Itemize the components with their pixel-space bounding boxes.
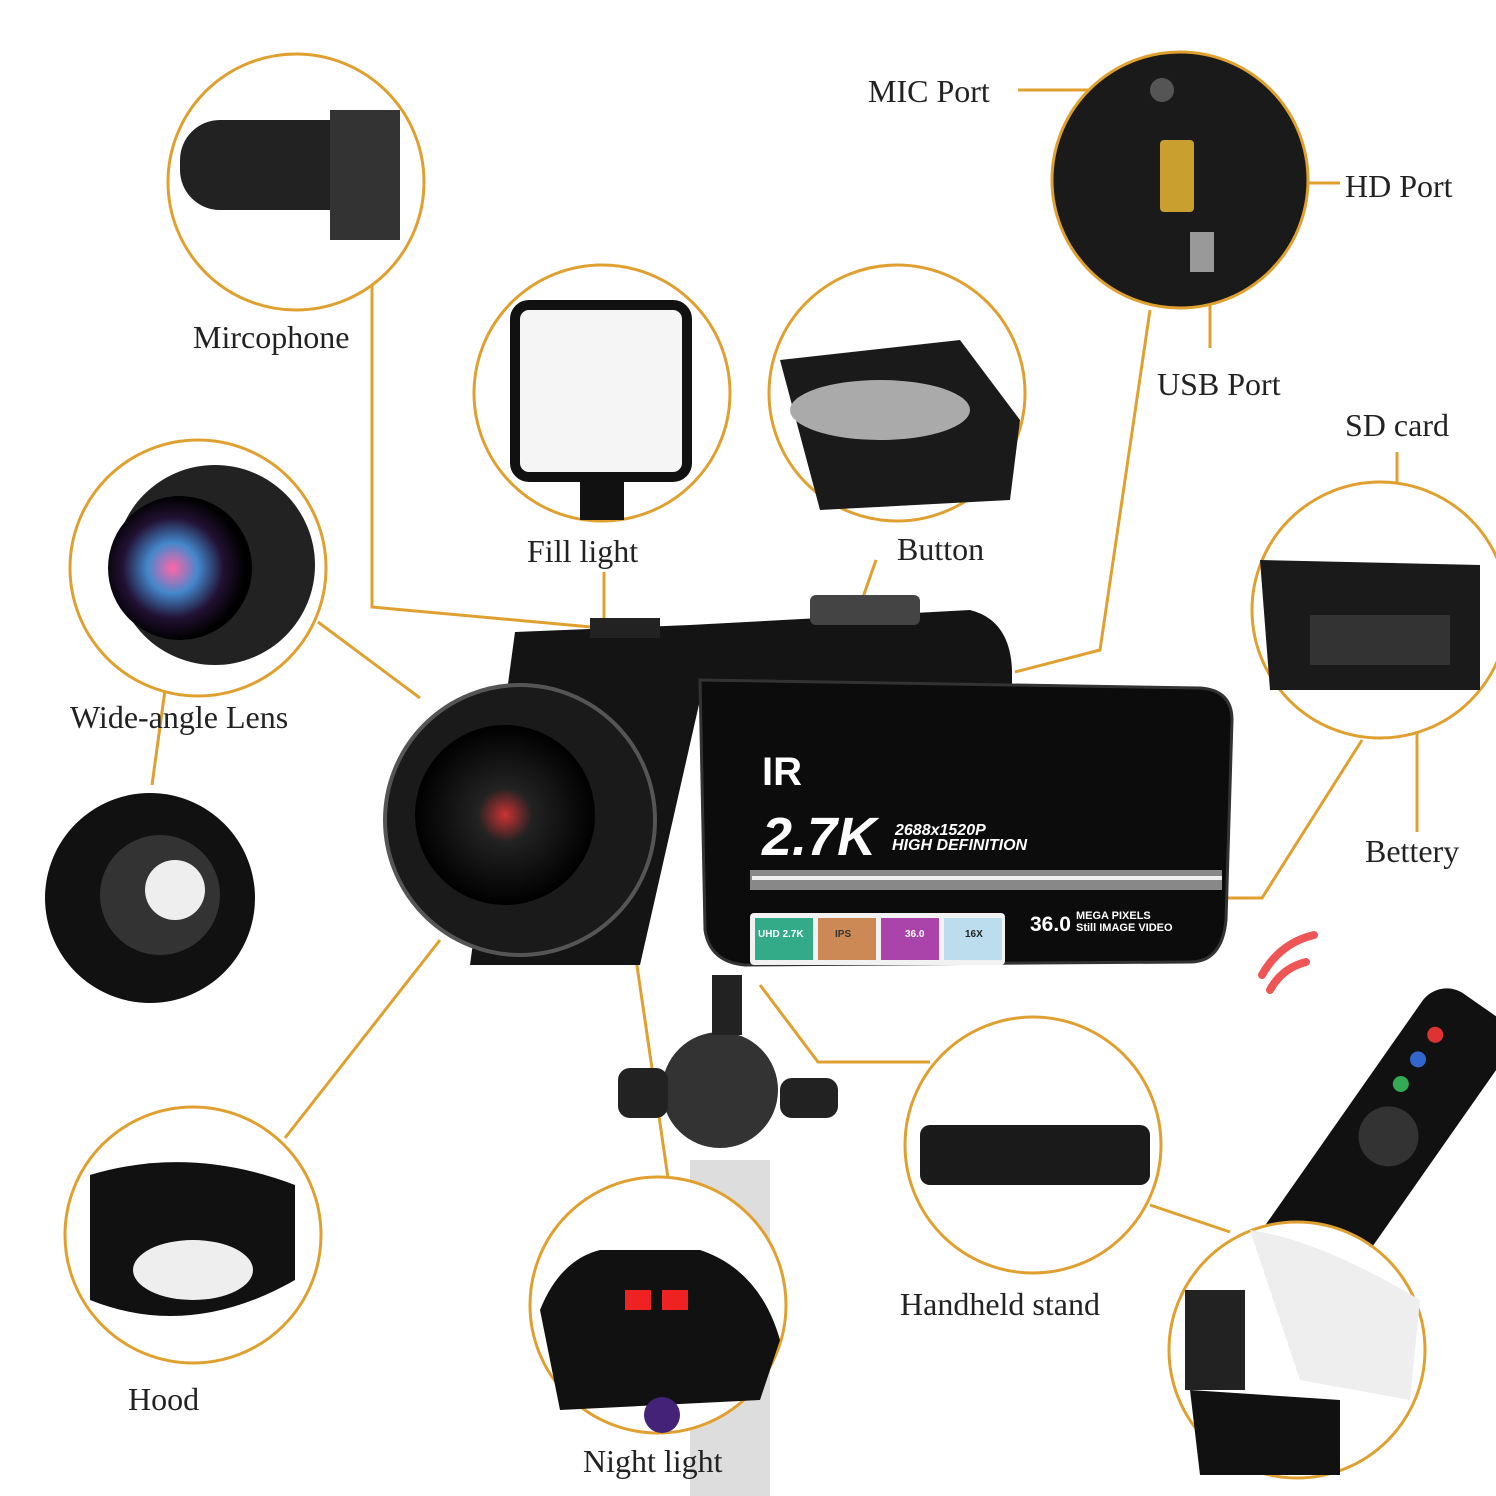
badge-megapixels: 36.0 <box>905 929 925 940</box>
label-hood: Hood <box>128 1381 200 1417</box>
screen-definition: HIGH DEFINITION <box>892 837 1028 854</box>
screen-resolution-px: 2688x1520P <box>895 822 986 839</box>
label-mic-port: MIC Port <box>868 73 990 109</box>
screen-megapixels: 36.0 <box>1030 913 1071 936</box>
badge-uhd: UHD 2.7K <box>758 929 804 940</box>
badge-zoom: 16X <box>965 929 983 940</box>
signal-icon <box>1258 931 1318 994</box>
screen-resolution: 2.7K <box>762 807 877 867</box>
badge-ips: IPS <box>835 929 852 940</box>
screen-mp-line2: Still IMAGE VIDEO <box>1076 922 1173 934</box>
screen-mp-line1: MEGA PIXELS <box>1076 910 1151 922</box>
label-night-light: Night light <box>583 1443 723 1479</box>
label-sd-card: SD card <box>1345 407 1449 443</box>
camcorder <box>383 595 1234 967</box>
label-fill-light: Fill light <box>527 533 639 569</box>
label-usb-port: USB Port <box>1157 366 1281 402</box>
screen-ir: IR <box>762 750 802 794</box>
label-wide-angle-lens: Wide-angle Lens <box>70 699 289 735</box>
detail-images <box>45 78 1480 1475</box>
label-microphone: Mircophone <box>193 319 350 355</box>
label-button: Button <box>897 531 985 567</box>
label-battery: Bettery <box>1365 833 1460 869</box>
label-hd-port: HD Port <box>1345 168 1453 204</box>
label-handheld-stand: Handheld stand <box>900 1286 1100 1322</box>
